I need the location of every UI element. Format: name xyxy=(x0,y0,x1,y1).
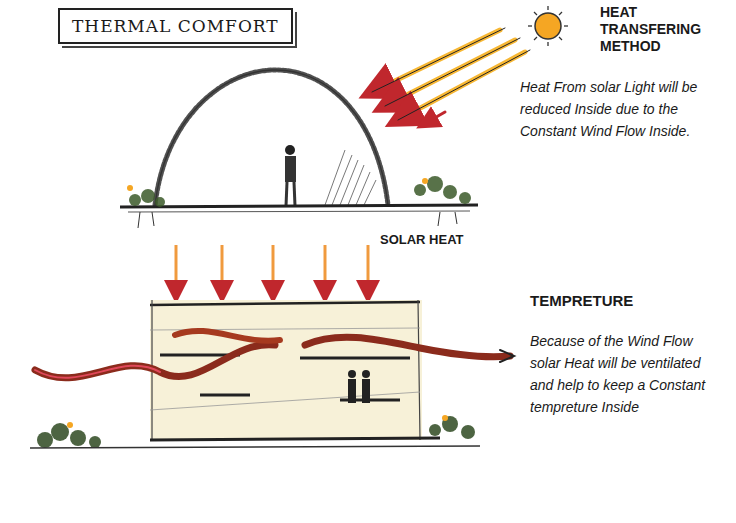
heading: TEMPRETURE xyxy=(530,292,680,310)
wind-flow xyxy=(35,331,514,378)
dome-structure xyxy=(155,70,388,205)
sun-rays xyxy=(372,28,530,124)
heat-label: SOLAR HEAT xyxy=(380,232,490,248)
title: THERMAL COMFORT xyxy=(72,16,279,36)
sun-symbol xyxy=(528,6,568,46)
plants xyxy=(30,415,480,448)
note-text: Heat From solar Light will be reduced In… xyxy=(520,76,730,142)
heading: HEAT TRANSFERING METHOD xyxy=(600,4,732,55)
building-section xyxy=(150,300,440,440)
person-figure xyxy=(285,145,296,206)
heat-arrows xyxy=(176,245,368,295)
title-box: THERMAL COMFORT xyxy=(58,8,293,44)
note-text: Because of the Wind Flow solar Heat will… xyxy=(530,330,726,418)
ground-line xyxy=(120,176,478,228)
